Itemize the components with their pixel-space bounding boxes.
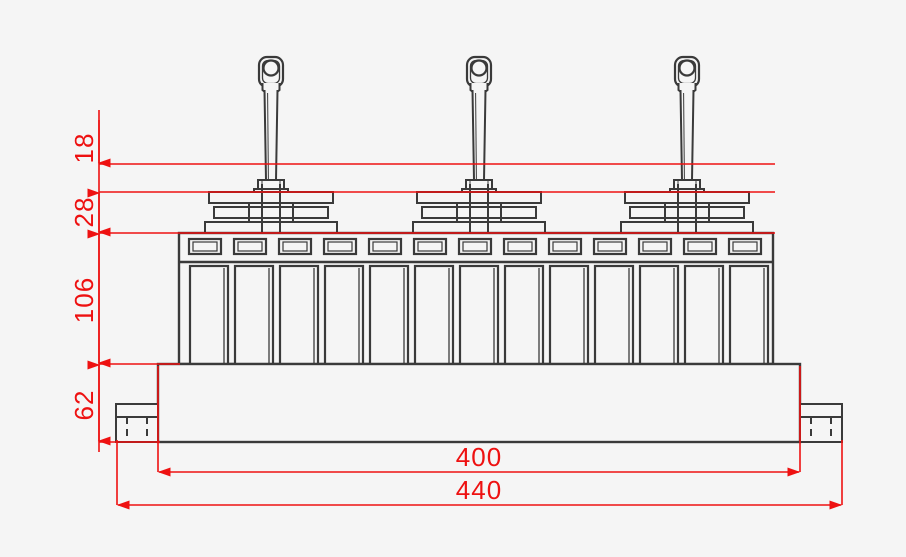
dimension-62: 62 [69, 360, 111, 446]
dimension-18-label: 18 [69, 133, 99, 164]
cell-plate [592, 237, 635, 366]
dimension-annotations: 18 28 106 62 [69, 110, 843, 510]
dimension-440-label: 440 [456, 475, 502, 505]
mounting-foot-right [799, 403, 843, 443]
machine-geometry [115, 55, 843, 444]
vertical-witness-lines [99, 163, 775, 443]
base-plinth [156, 362, 802, 444]
cell-plate [502, 237, 545, 366]
dimension-28-label: 28 [69, 197, 99, 228]
dimension-106-label: 106 [69, 277, 99, 323]
cell-plate [322, 237, 365, 366]
cell-plate [187, 237, 230, 366]
dimension-440: 440 [116, 475, 843, 510]
dimension-400-label: 400 [456, 442, 502, 472]
dimension-400: 400 [157, 442, 801, 477]
mounting-foot-left [115, 403, 159, 443]
dimension-106: 106 [69, 229, 111, 368]
cell-plate [682, 237, 725, 366]
cell-plate [412, 237, 455, 366]
cell-plate-array [187, 237, 770, 366]
cell-plate [727, 237, 770, 366]
cell-plate [277, 237, 320, 366]
dimension-62-label: 62 [69, 390, 99, 421]
cell-plate [232, 237, 275, 366]
cell-plate [547, 237, 590, 366]
cell-plate [457, 237, 500, 366]
horizontal-witness-lines [116, 366, 843, 505]
cell-plate [367, 237, 410, 366]
dimension-18: 18 [69, 120, 111, 168]
cell-plate [637, 237, 680, 366]
dimension-28: 28 [69, 188, 111, 237]
